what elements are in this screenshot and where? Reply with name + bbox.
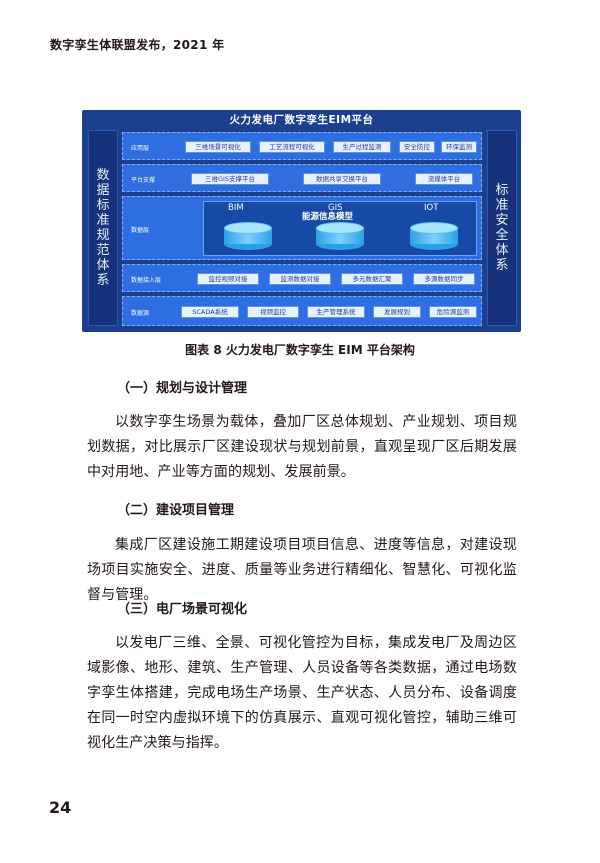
platform-layer: 平台支撑 三维GIS支撑平台 数据共享交换平台 流媒体平台 [122,164,482,192]
section-body: 以数字孪生场景为载体，叠加厂区总体规划、产业规划、项目规划数据，对比展示厂区建设… [87,414,517,480]
application-layer: 应用层 三维场景可视化 工艺流程可视化 生产过程监测 安全防控 环保监测 [122,132,482,160]
gis-database-icon [316,222,364,250]
layer-item: 工艺流程可视化 [259,141,325,153]
layer-label: 数据接入层 [131,277,162,284]
layer-item: 三维场景可视化 [185,141,251,153]
data-access-layer: 数据接入层 监控视频对接 监测数据对接 多元数据汇聚 多源数据同步 [122,264,482,292]
layer-item: 发展规划 [373,306,421,318]
layer-item: 视频监控 [247,306,299,318]
layer-label: 数据源 [131,310,150,317]
gis-label: GIS [328,203,343,213]
running-header: 数字孪生体联盟发布，2021 年 [50,38,225,52]
energy-model-title: 能源信息模型 [302,212,354,222]
layer-item: 多源数据同步 [413,273,475,285]
iot-database-icon [410,222,458,250]
section-body: 以发电厂三维、全景、可视化管控为目标，集成发电厂及周边区域影像、地形、建筑、生产… [87,635,517,751]
layer-item: 数据共享交换平台 [303,173,381,185]
section-heading: （三）电厂场景可视化 [117,602,248,617]
layer-item: 监测数据对接 [269,273,331,285]
bim-label: BIM [228,203,244,213]
left-panel-label: 数据标准规范体系 [96,168,110,288]
layer-item: 环保监测 [441,141,477,153]
layer-item: SCADA系统 [181,306,239,318]
layer-label: 平台支撑 [131,177,156,184]
data-source-layer: 数据源 SCADA系统 视频监控 生产管理系统 发展规划 危险源监测 [122,296,482,326]
section-heading: （二）建设项目管理 [117,503,235,518]
bim-database-icon [224,222,272,250]
data-layer: 数据层 BIM GIS IOT 能源信息模型 [122,196,482,260]
layer-item: 多元数据汇聚 [341,273,403,285]
layer-label: 数据层 [131,227,150,234]
architecture-diagram: 火力发电厂数字孪生EIM平台 数据标准规范体系 标准安全体系 应用层 三维场景可… [82,110,521,332]
energy-info-model-box: BIM GIS IOT 能源信息模型 [203,201,477,256]
layer-item: 监控视频对接 [197,273,259,285]
layer-item: 流媒体平台 [415,173,473,185]
right-side-panel: 标准安全体系 [487,130,517,326]
layer-label: 应用层 [131,145,150,152]
right-panel-label: 标准安全体系 [495,183,509,273]
layer-item: 危险源监测 [429,306,477,318]
layer-item: 生产过程监测 [333,141,391,153]
layer-item: 生产管理系统 [307,306,365,318]
section-body: 集成厂区建设施工期建设项目项目信息、进度等信息，对建设现场项目实施安全、进度、质… [87,537,517,603]
layer-item: 三维GIS支撑平台 [191,173,269,185]
figure-caption: 图表 8 火力发电厂数字孪生 EIM 平台架构 [185,343,415,357]
diagram-title: 火力发电厂数字孪生EIM平台 [229,114,374,126]
iot-label: IOT [424,203,439,213]
section-heading: （一）规划与设计管理 [117,381,248,396]
left-side-panel: 数据标准规范体系 [88,130,118,326]
layer-item: 安全防控 [399,141,435,153]
page-number: 24 [49,798,72,817]
